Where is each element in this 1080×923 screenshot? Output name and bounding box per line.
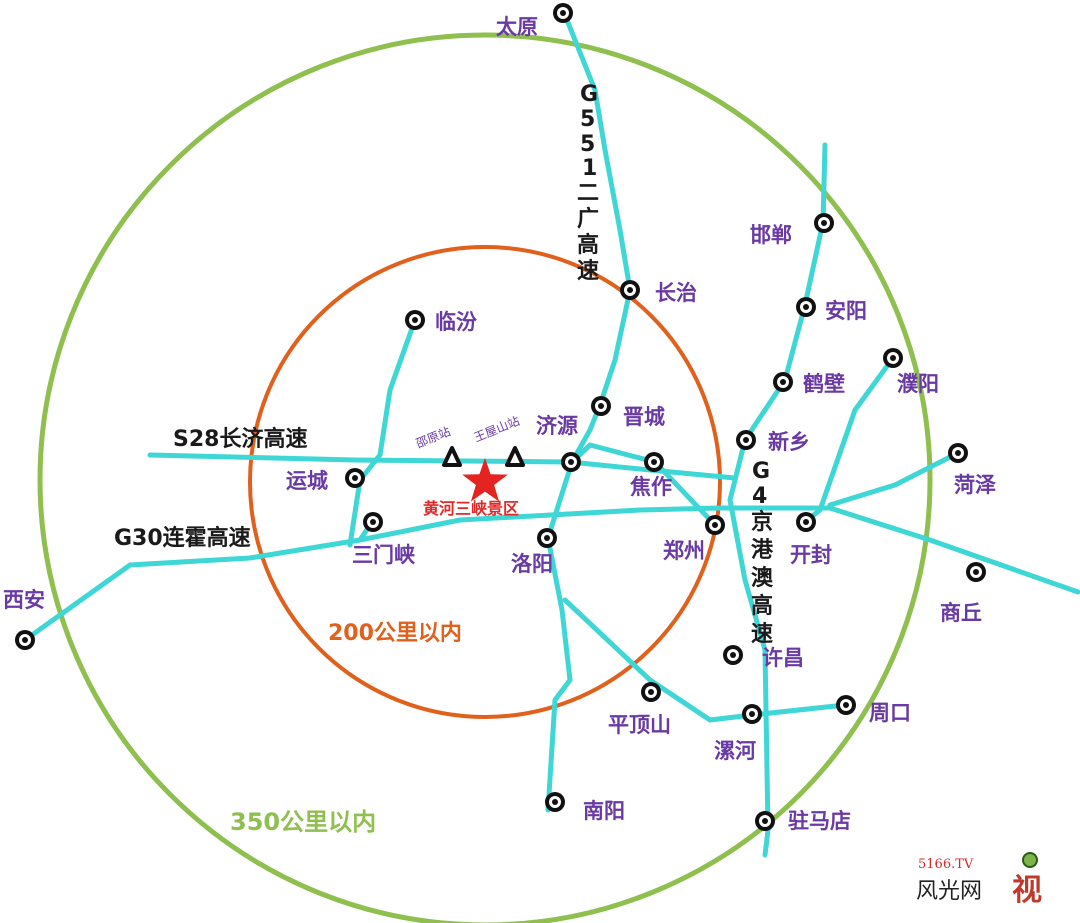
city-label-nanyang: 南阳: [583, 799, 625, 823]
road-linfen: [347, 317, 418, 548]
marker-linfen[interactable]: [405, 310, 425, 330]
watermark-site-label: 5166.TV: [918, 857, 974, 872]
city-label-luoyang: 洛阳: [511, 552, 553, 576]
marker-shangqiu[interactable]: [966, 562, 986, 582]
marker-zhumadian[interactable]: [755, 811, 775, 831]
city-label-heze: 菏泽: [954, 473, 996, 497]
ring-200km: [248, 245, 722, 719]
city-label-anyang: 安阳: [825, 299, 867, 323]
station-markers: [442, 446, 525, 467]
road-pingdingshan: [562, 597, 848, 723]
road-g55: [545, 12, 633, 813]
city-label-puyang: 濮阳: [897, 372, 939, 396]
marker-zhengzhou[interactable]: [705, 515, 725, 535]
marker-puyang[interactable]: [883, 348, 903, 368]
city-label-jiaozuo: 焦作: [629, 475, 672, 499]
marker-changzhi[interactable]: [620, 280, 640, 300]
marker-zhoukou[interactable]: [836, 695, 856, 715]
city-label-luohe: 漯河: [714, 739, 756, 763]
city-label-changzhi: 长治: [655, 281, 697, 305]
station-shaoyuan-label: 邵原站: [414, 424, 453, 450]
marker-yuncheng[interactable]: [345, 468, 365, 488]
marker-xian[interactable]: [15, 630, 35, 650]
road-label-g4-6: 高: [751, 593, 773, 619]
city-label-handan: 邯郸: [750, 223, 792, 247]
marker-jiaozuo[interactable]: [644, 452, 664, 472]
marker-taiyuan[interactable]: [553, 3, 573, 23]
road-label-g55-5a: 5: [580, 107, 595, 132]
road-jiaozuo: [569, 442, 718, 528]
marker-luoyang[interactable]: [537, 528, 557, 548]
watermark-name-label: 风光网: [916, 879, 982, 904]
road-label-g4-3: 京: [751, 509, 773, 535]
road-label-g55-g: G: [580, 82, 598, 107]
road-heze: [827, 450, 961, 508]
road-label-g4-2: 4: [752, 484, 767, 509]
road-label-g4-4: 港: [751, 538, 774, 563]
marker-anyang[interactable]: [796, 297, 816, 317]
city-label-pingdingshan: 平顶山: [608, 713, 671, 737]
city-label-kaifeng: 开封: [790, 543, 832, 567]
road-label-g55-5b: 5: [580, 132, 595, 157]
road-label-g4: G 4 京 港 澳 高 速: [751, 459, 774, 647]
road-label-g30: G30连霍高速: [114, 525, 251, 551]
watermark-eye-icon: [1022, 852, 1038, 868]
city-label-hebi: 鹤壁: [803, 372, 845, 396]
station-wangwushan-icon[interactable]: [505, 446, 525, 467]
ring-350km-label: 350公里以内: [230, 808, 376, 836]
city-label-linfen: 临汾: [435, 310, 477, 334]
marker-luohe[interactable]: [742, 704, 762, 724]
road-label-g4-1: G: [752, 459, 770, 484]
road-label-g55-4: 高: [577, 232, 599, 258]
city-label-zhumadian: 驻马店: [788, 809, 851, 833]
city-label-taiyuan: 太原: [496, 15, 538, 39]
city-label-xuchang: 许昌: [762, 646, 804, 670]
marker-heze[interactable]: [948, 443, 968, 463]
ring-200km-label: 200公里以内: [328, 621, 462, 646]
road-label-g55: G 5 5 1 二 广 高 速: [577, 82, 599, 284]
road-label-g4-5: 澳: [751, 565, 774, 591]
marker-nanyang[interactable]: [545, 792, 565, 812]
city-label-jincheng: 晋城: [623, 405, 665, 429]
watermark-logo-char: 视: [1012, 873, 1042, 908]
city-label-sanmenxia: 三门峡: [352, 543, 415, 567]
ring-350km: [37, 32, 933, 923]
city-label-jiyuan: 济源: [536, 414, 578, 438]
road-label-g55-5: 速: [577, 258, 599, 284]
scenic-area-label: 黄河三峡景区: [423, 499, 519, 518]
scenic-area-star-icon[interactable]: [462, 458, 508, 502]
station-shaoyuan-icon[interactable]: [442, 446, 462, 467]
city-label-zhengzhou: 郑州: [663, 539, 705, 563]
marker-kaifeng[interactable]: [796, 512, 816, 532]
city-label-xian: 西安: [3, 588, 45, 612]
watermark: 5166.TV 风光网 视: [916, 852, 1042, 908]
road-label-g55-1: 1: [582, 156, 597, 181]
marker-sanmenxia[interactable]: [363, 512, 383, 532]
city-label-zhoukou: 周口: [869, 701, 911, 725]
city-labels: 太原 邯郸 长治 安阳 临汾 鹤壁 濮阳 晋城 新乡 济源 菏泽 运城 焦作 三…: [3, 15, 996, 833]
marker-pingdingshan[interactable]: [641, 682, 661, 702]
station-wangwushan-label: 王屋山站: [472, 414, 522, 445]
road-g30: [22, 505, 1080, 643]
road-g4: [727, 142, 828, 858]
marker-xinxiang[interactable]: [736, 430, 756, 450]
marker-xuchang[interactable]: [723, 645, 743, 665]
city-label-shangqiu: 商丘: [940, 601, 982, 625]
road-label-g4-7: 速: [751, 621, 773, 647]
city-label-yuncheng: 运城: [286, 469, 328, 493]
marker-hebi[interactable]: [773, 372, 793, 392]
road-label-g55-2: 二: [577, 181, 599, 206]
city-markers: [15, 3, 986, 831]
marker-jincheng[interactable]: [591, 396, 611, 416]
city-label-xinxiang: 新乡: [768, 430, 810, 454]
marker-handan[interactable]: [814, 213, 834, 233]
marker-jiyuan[interactable]: [561, 452, 581, 472]
road-label-s28: S28长济高速: [173, 426, 307, 452]
road-label-g55-3: 广: [577, 206, 599, 232]
